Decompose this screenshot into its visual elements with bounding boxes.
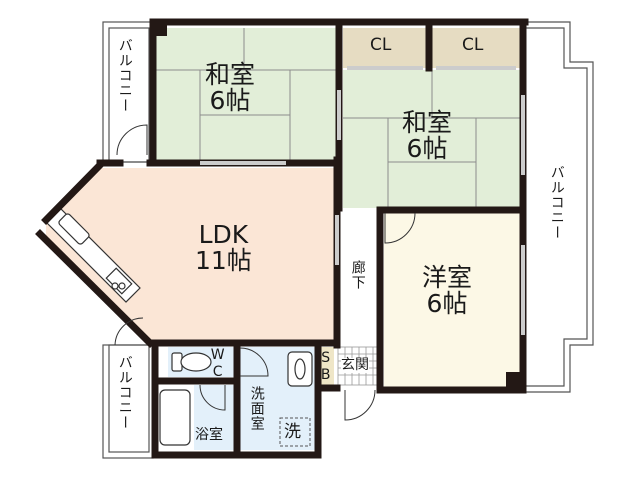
washer-space [279,417,311,447]
youshitsu-label: 洋室 6帖 [422,263,473,319]
sb-floor [318,347,334,385]
room-size: 6帖 [209,86,251,116]
balcony-right [525,21,594,393]
room-name: 和室 [205,60,256,89]
balcony-left-bottom-label: バルコニー [116,355,133,430]
room-size: 6帖 [426,289,468,319]
bathroom-floor [194,385,234,450]
washitsu-1-label: 和室 6帖 [205,60,256,116]
room-name: LDK [198,220,249,249]
youshitsu-floor [384,212,520,387]
room-name: 和室 [402,108,453,137]
washbasin [287,351,313,387]
bathroom-label: 浴室 [195,427,223,443]
toilet-label: WC [209,347,226,381]
closet-1-label: CL [370,35,392,55]
washer-label: 洗 [284,422,301,442]
tatami-lines-2 [343,70,520,208]
room-size: 6帖 [406,134,448,164]
toilet-fixture [171,352,212,372]
ldk-floor [46,168,336,340]
closet-1-floor [343,28,426,68]
closet-2-label: CL [462,35,484,55]
washitsu-2-label: 和室 6帖 [402,108,453,164]
bathtub [159,389,191,446]
hallway-label: 廊下 [349,260,366,290]
tatami-lines-1 [153,28,336,160]
shoe-box-label: SB [317,350,334,384]
door-swings [114,124,416,421]
balcony-right-label: バルコニー [548,165,565,240]
room-size: 11帖 [195,246,252,276]
entrance-label: 玄関 [341,357,369,373]
ldk-label: LDK 11帖 [195,220,252,276]
balcony-left-top-label: バルコニー [116,38,133,113]
room-name: 洋室 [422,263,473,292]
windows [200,66,525,335]
closet-2-floor [432,28,520,68]
washroom-label: 洗面室 [248,386,265,431]
